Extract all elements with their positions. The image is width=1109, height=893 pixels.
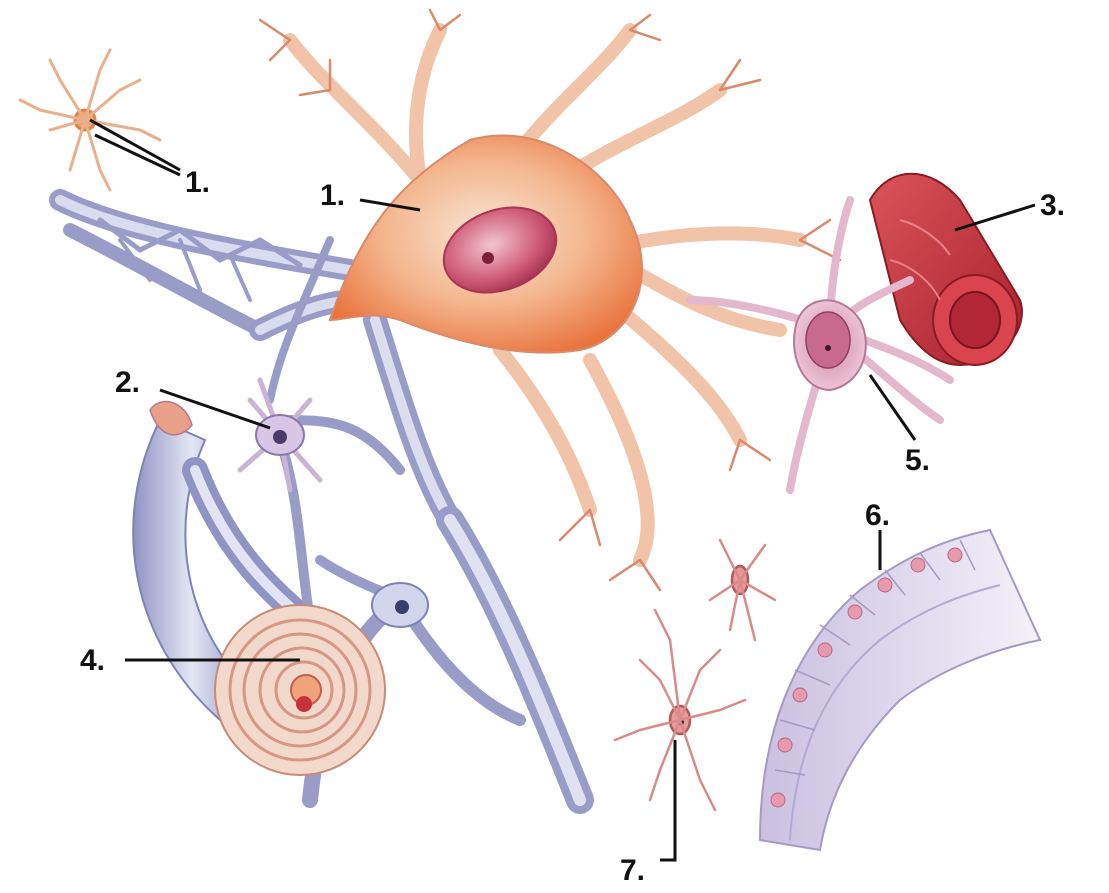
leader-1a-upper bbox=[90, 120, 180, 170]
leader-1a-lower bbox=[95, 135, 180, 175]
label-3: 3. bbox=[1040, 189, 1065, 222]
neuron-large bbox=[260, 10, 840, 590]
label-1a: 1. bbox=[185, 166, 210, 199]
leader-7 bbox=[660, 740, 675, 860]
label-7: 7. bbox=[620, 854, 645, 887]
myelin-sheath bbox=[215, 605, 385, 775]
label-4: 4. bbox=[80, 644, 105, 677]
label-6: 6. bbox=[865, 499, 890, 532]
label-2: 2. bbox=[115, 366, 140, 399]
ependymal-epithelium bbox=[760, 530, 1040, 850]
blood-vessel bbox=[870, 174, 1022, 365]
oligodendrocyte bbox=[240, 380, 320, 490]
label-1b: 1. bbox=[320, 179, 345, 212]
microglia bbox=[615, 540, 775, 810]
label-5: 5. bbox=[905, 444, 930, 477]
glial-cell-body bbox=[372, 583, 428, 627]
